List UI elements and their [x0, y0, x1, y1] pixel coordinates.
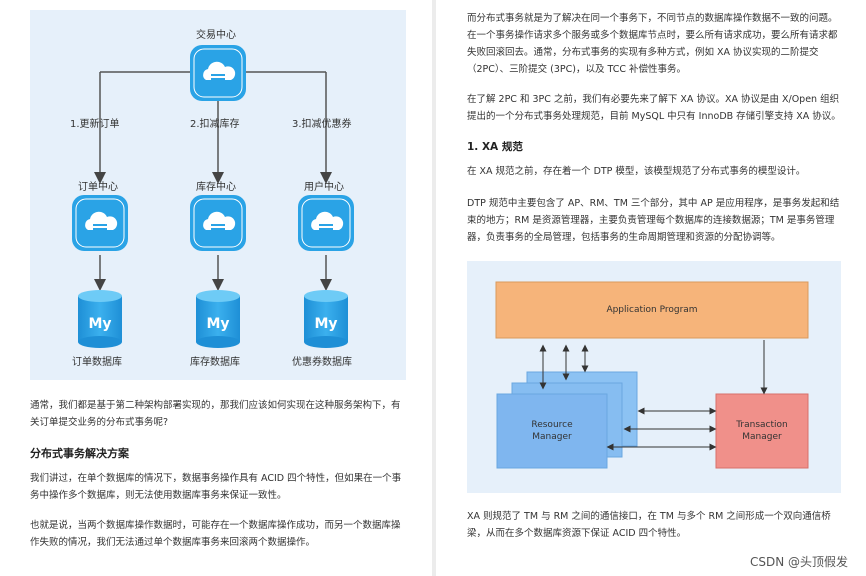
tm-label-line1: Transaction — [736, 420, 788, 430]
right-paragraph-3: 在 XA 规范之前，存在着一个 DTP 模型，该模型规范了分布式事务的模型设计。 — [467, 166, 806, 177]
trade-center-label: 交易中心 — [196, 30, 236, 41]
mysql-database-icon — [78, 290, 122, 348]
mysql-database-icon — [304, 290, 348, 348]
rm-label-line2: Manager — [532, 432, 572, 442]
cloud-icon — [72, 195, 128, 251]
stock-db-label: 库存数据库 — [190, 357, 240, 368]
cloud-icon — [190, 45, 246, 101]
page-divider — [432, 0, 436, 576]
section-heading-xa: 1. XA 规范 — [467, 141, 523, 153]
stock-center-label: 库存中心 — [196, 182, 236, 193]
right-paragraph-1: 而分布式事务就是为了解决在同一个事务下，不同节点的数据库操作数据不一致的问题。在… — [467, 13, 838, 75]
rm-label-line1: Resource — [531, 420, 573, 430]
transaction-manager-box: Transaction Manager — [716, 394, 808, 468]
edge-label-deduct-stock: 2.扣减库存 — [190, 119, 240, 130]
tm-label-line2: Manager — [742, 432, 782, 442]
edge-label-update-order: 1.更新订单 — [70, 119, 120, 130]
section-heading-solutions: 分布式事务解决方案 — [30, 447, 129, 460]
dtp-model-diagram: Application Program Resource Manager Tra… — [467, 261, 841, 493]
right-paragraph-2: 在了解 2PC 和 3PC 之前，我们有必要先来了解下 XA 协议。XA 协议是… — [467, 94, 841, 122]
mysql-database-icon — [196, 290, 240, 348]
cloud-icon — [190, 195, 246, 251]
edge-label-deduct-coupon: 3.扣减优惠券 — [292, 119, 352, 130]
application-program-box: Application Program — [606, 305, 698, 315]
resource-manager-box: Resource Manager — [497, 394, 607, 468]
csdn-watermark: CSDN @头顶假发 — [749, 555, 848, 569]
coupon-db-label: 优惠券数据库 — [292, 357, 352, 368]
microservice-diagram: My My My 交易中心 1.更新订单 2.扣减库存 3.扣减优惠券 订单中心… — [30, 10, 406, 380]
user-center-label: 用户中心 — [304, 182, 344, 193]
left-paragraph-1: 通常，我们都是基于第二种架构部署实现的，那我们应该如何实现在这种服务架构下，有关… — [30, 400, 401, 428]
left-paragraph-3: 也就是说，当两个数据库操作数据时，可能存在一个数据库操作成功，而另一个数据库操作… — [30, 520, 401, 548]
cloud-icon — [298, 195, 354, 251]
db-logo-text: My — [206, 316, 229, 332]
right-paragraph-5: XA 则规范了 TM 与 RM 之间的通信接口，在 TM 与多个 RM 之间形成… — [467, 511, 831, 539]
db-logo-text: My — [314, 316, 337, 332]
dtp-diagram-drawing — [495, 281, 809, 469]
diagram-connectors: My My My — [72, 45, 354, 348]
order-db-label: 订单数据库 — [72, 357, 122, 368]
left-paragraph-2: 我们讲过，在单个数据库的情况下，数据事务操作具有 ACID 四个特性，但如果在一… — [30, 473, 402, 501]
left-page: My My My 交易中心 1.更新订单 2.扣减库存 3.扣减优惠券 订单中心… — [0, 0, 432, 576]
db-logo-text: My — [88, 316, 111, 332]
right-paragraph-4: DTP 规范中主要包含了 AP、RM、TM 三个部分，其中 AP 是应用程序，是… — [467, 198, 840, 243]
order-center-label: 订单中心 — [78, 182, 118, 193]
